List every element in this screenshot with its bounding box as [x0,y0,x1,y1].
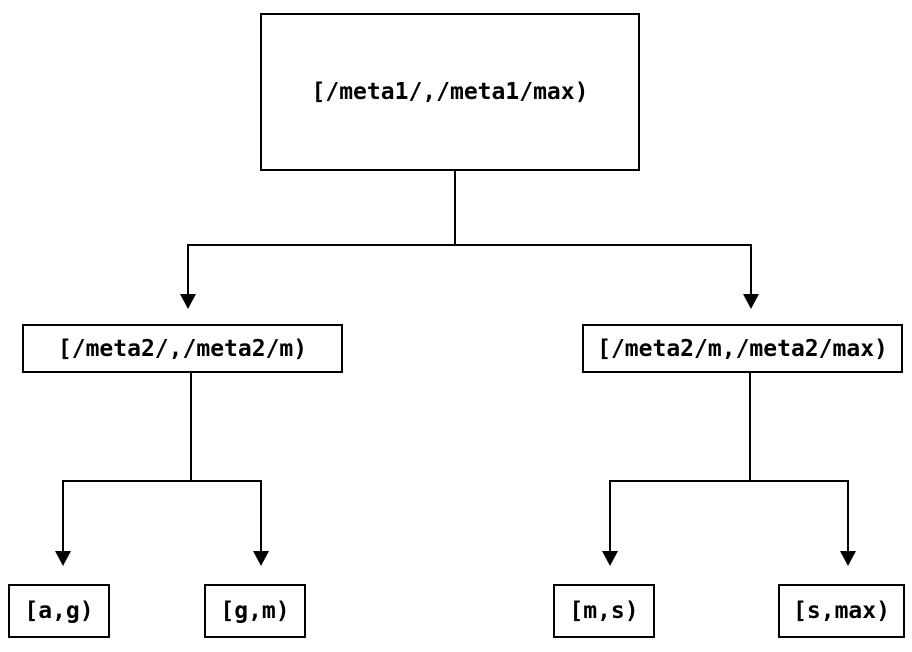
edge-mid-right-to-leaf-smax-line [847,480,849,551]
edge-root-to-mid-right-line [750,244,752,294]
edge-mid-left-branch-line [62,480,262,482]
edge-root-to-mid-left-line [187,244,189,294]
edge-mid-left-to-leaf-ag-line [62,480,64,551]
arrowhead-down-icon [840,551,856,566]
edge-mid-right-branch-line [609,480,849,482]
node-leaf-a-g: [a,g) [8,584,110,638]
node-root-interval: [/meta1/,/meta1/max) [260,13,640,171]
edge-mid-left-to-leaf-gm-line [260,480,262,551]
arrowhead-down-icon [55,551,71,566]
edge-root-stem-line [454,171,456,246]
edge-mid-left-stem-line [190,373,192,482]
edge-mid-right-stem-line [749,373,751,482]
node-meta2-right-interval: [/meta2/m,/meta2/max) [582,324,903,373]
arrowhead-down-icon [180,294,196,309]
edge-root-branch-line [187,244,752,246]
node-leaf-g-m: [g,m) [204,584,306,638]
arrowhead-down-icon [602,551,618,566]
node-meta2-left-interval: [/meta2/,/meta2/m) [22,324,343,373]
node-leaf-s-max: [s,max) [778,584,905,638]
arrowhead-down-icon [743,294,759,309]
edge-mid-right-to-leaf-ms-line [609,480,611,551]
arrowhead-down-icon [253,551,269,566]
node-leaf-m-s: [m,s) [553,584,655,638]
